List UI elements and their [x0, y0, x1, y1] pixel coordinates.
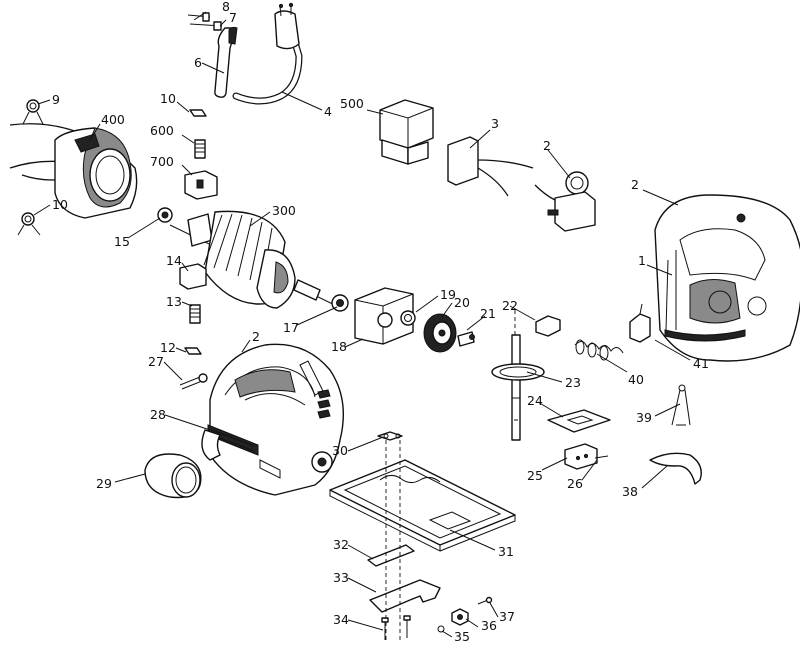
brush-holder-lower-part [179, 263, 207, 355]
callout-28: 28 [150, 407, 166, 422]
bevel-mount-part [367, 544, 441, 640]
callout-10: 9 [52, 92, 60, 107]
dust-nozzle-part [144, 453, 202, 499]
callout-34: 34 [333, 612, 349, 627]
callout-2: 2 [631, 177, 639, 192]
speed-control-part [534, 171, 596, 232]
switch-part [379, 99, 434, 165]
capacitor-part [447, 136, 534, 197]
bearing-part [157, 207, 173, 223]
callout-33: 33 [333, 570, 349, 585]
brush-spring-part [17, 99, 44, 236]
callout-35: 35 [454, 629, 470, 644]
callout-39: 39 [636, 410, 652, 425]
right-housing-part [654, 194, 800, 362]
callout-26: 26 [567, 476, 583, 491]
strain-relief-part [187, 12, 238, 98]
callout-41: 41 [693, 356, 709, 371]
callout-3: 2 [543, 138, 551, 153]
callout-18: 18 [331, 339, 347, 354]
fastener-part [437, 596, 493, 633]
callout-32: 32 [333, 537, 349, 552]
callout-37: 37 [499, 609, 515, 624]
callout-labels: 8 7 6 4 9 10 400 10 600 700 15 300 14 13… [52, 0, 709, 644]
blade-clamp-part [547, 409, 611, 470]
callout-4: 3 [491, 116, 499, 131]
callout-20: 20 [454, 295, 470, 310]
leader-lines [33, 11, 691, 638]
callout-2-lower: 2 [252, 329, 260, 344]
callout-8: 7 [229, 10, 237, 25]
stator-part [9, 123, 138, 219]
callout-7: 6 [194, 55, 202, 70]
callout-22: 22 [502, 298, 518, 313]
callout-500: 500 [340, 96, 364, 111]
callout-12-lower: 12 [160, 340, 176, 355]
gear-housing-part [331, 287, 416, 345]
callout-23: 23 [565, 375, 581, 390]
callout-27: 27 [148, 354, 164, 369]
callout-29: 29 [96, 476, 112, 491]
callout-13: 13 [166, 294, 182, 309]
power-cord-part [232, 2, 303, 105]
callout-30: 30 [332, 443, 348, 458]
blade-guide-part [649, 384, 702, 485]
callout-17: 17 [283, 320, 299, 335]
washer-plate-part [377, 431, 403, 441]
callout-24: 24 [527, 393, 543, 408]
callout-36: 36 [481, 618, 497, 633]
callout-19: 19 [440, 287, 456, 302]
callout-12: 10 [160, 91, 176, 106]
plunger-part [491, 315, 561, 441]
callout-400: 400 [101, 112, 125, 127]
left-housing-part [201, 343, 345, 496]
brush-holder-upper-part [184, 109, 218, 200]
callout-38: 38 [622, 484, 638, 499]
callout-6: 4 [324, 104, 332, 119]
callout-9: 8 [222, 0, 230, 14]
lever-part [574, 303, 651, 361]
housing-screw-part [179, 373, 208, 390]
callout-15: 15 [114, 234, 130, 249]
base-plate-part [329, 459, 516, 552]
armature-part [169, 210, 346, 311]
callout-40: 40 [628, 372, 644, 387]
callout-600: 600 [150, 123, 174, 138]
callout-31: 31 [498, 544, 514, 559]
callout-1: 1 [638, 253, 646, 268]
callout-14: 14 [166, 253, 182, 268]
gear-part [423, 313, 475, 353]
callout-700: 700 [150, 154, 174, 169]
callout-10-lower: 10 [52, 197, 68, 212]
callout-25: 25 [527, 468, 543, 483]
callout-21: 21 [480, 306, 496, 321]
callout-300: 300 [272, 203, 296, 218]
assembly-axis-lines [385, 310, 516, 640]
